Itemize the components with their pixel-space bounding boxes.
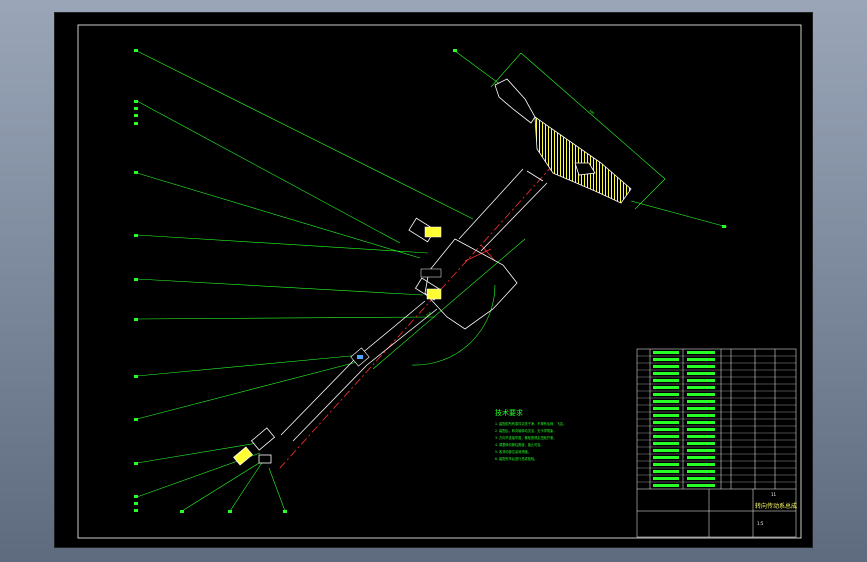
parts-code-cell — [653, 372, 679, 375]
parts-code-cell — [653, 477, 679, 480]
slip-joint — [350, 347, 370, 367]
parts-code-cell — [653, 470, 679, 473]
dimension-lower: 350 — [425, 311, 432, 318]
inner-border — [77, 24, 802, 539]
parts-name-cell — [687, 435, 715, 438]
tech-notes-title: 技术要求 — [495, 408, 523, 417]
parts-name-cell — [687, 484, 715, 487]
parts-code-cell — [653, 428, 679, 431]
tech-note-line: 1. 装配前所有零件清洗干净，不得有毛刺、飞边。 — [495, 421, 566, 426]
tech-note-line: 6. 装配完毕后进行总成检验。 — [495, 456, 537, 461]
parts-name-cell — [687, 386, 715, 389]
parts-name-cell — [687, 351, 715, 354]
title-block-scale: 1:5 — [757, 521, 764, 526]
parts-code-cell — [653, 365, 679, 368]
parts-name-cell — [687, 414, 715, 417]
parts-name-cell — [687, 400, 715, 403]
drawing-frame: 500 350 — [54, 12, 813, 548]
upper-universal-joint — [420, 226, 442, 300]
parts-code-cell — [653, 449, 679, 452]
center-line — [278, 164, 554, 470]
steering-wheel-hub — [494, 78, 632, 204]
parts-name-cell — [687, 365, 715, 368]
tech-note-line: 4. 调整转向管柱角度，锁止可靠。 — [495, 442, 544, 447]
parts-code-cell — [653, 400, 679, 403]
parts-name-cell — [687, 421, 715, 424]
parts-code-cell — [653, 456, 679, 459]
parts-name-cell — [687, 372, 715, 375]
intermediate-shaft — [280, 300, 438, 442]
parts-code-cell — [653, 414, 679, 417]
tech-note-line: 3. 万向节连接牢固，螺栓按规定扭矩拧紧。 — [495, 435, 556, 440]
parts-name-cell — [687, 428, 715, 431]
title-block-drawing-title: 转向传动系总成 — [755, 502, 797, 510]
parts-name-cell — [687, 379, 715, 382]
dimension-top: 500 — [588, 109, 595, 116]
parts-code-cell — [653, 442, 679, 445]
parts-name-cell — [687, 463, 715, 466]
parts-code-cell — [653, 463, 679, 466]
parts-list — [636, 348, 797, 538]
parts-code-cell — [653, 351, 679, 354]
parts-rows — [637, 351, 796, 487]
title-block-count: 11 — [771, 492, 777, 497]
tech-note-line: 5. 各滑动部位涂润滑脂。 — [495, 449, 531, 454]
dimension-lines — [372, 52, 666, 370]
parts-code-cell — [653, 393, 679, 396]
cad-drawing: 500 350 — [77, 24, 802, 539]
leader-lines — [136, 50, 728, 512]
red-angle-mark — [464, 244, 496, 262]
tech-note-line: 2. 装配后，转向轴转动灵活，无卡滞现象。 — [495, 428, 556, 433]
parts-code-cell — [653, 358, 679, 361]
parts-code-cell — [653, 407, 679, 410]
parts-name-cell — [687, 442, 715, 445]
parts-code-cell — [653, 379, 679, 382]
parts-name-cell — [687, 477, 715, 480]
parts-name-cell — [687, 358, 715, 361]
parts-name-cell — [687, 470, 715, 473]
parts-name-cell — [687, 456, 715, 459]
column-upper-tube — [458, 168, 548, 252]
parts-code-cell — [653, 435, 679, 438]
parts-code-cell — [653, 421, 679, 424]
parts-name-cell — [687, 407, 715, 410]
lower-universal-joint — [233, 427, 276, 466]
parts-name-cell — [687, 393, 715, 396]
parts-name-cell — [687, 449, 715, 452]
parts-code-cell — [653, 386, 679, 389]
parts-code-cell — [653, 484, 679, 487]
leader-marks — [134, 49, 726, 513]
